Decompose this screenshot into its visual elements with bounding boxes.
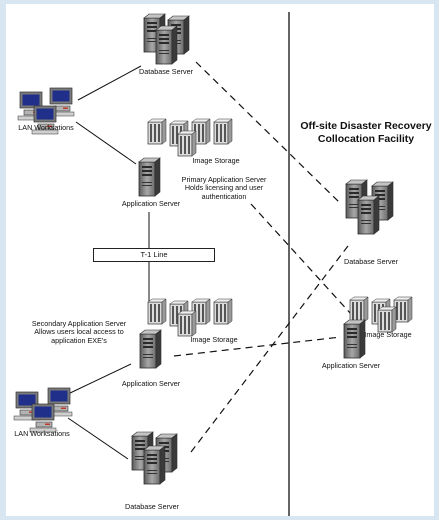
link-lan-top-to-app-top [75, 121, 137, 165]
image-storage-top-label: Image Storage [192, 156, 240, 165]
replication-db-bottom-to-offsite-db [190, 241, 352, 453]
replication-app-bottom-to-offsite-app [173, 336, 342, 357]
database-server-top-label: Database Server [139, 67, 193, 76]
lan-workstations-bottom-icon [13, 387, 73, 433]
offsite-facility-title: Off-site Disaster Recovery Collocation F… [300, 120, 432, 145]
application-server-top-label: Application Server [121, 199, 181, 208]
network-diagram: Database Server LAN Worksations Image St… [6, 4, 434, 516]
primary-app-server-note: Primary Application Server Holds licensi… [181, 175, 267, 201]
t1-line-box: T-1 Line [93, 248, 215, 262]
database-server-top-icon [143, 13, 190, 65]
image-storage-bottom-label: Image Storage [190, 335, 238, 344]
link-lan-bottom-to-db-bottom [67, 417, 129, 460]
secondary-app-server-note: Secondary Application Server Allows user… [31, 319, 127, 345]
link-lan-top-to-db-top [77, 65, 142, 101]
lan-workstations-bottom-label: LAN Worksations [14, 429, 70, 438]
application-server-bottom-label: Application Server [121, 379, 181, 388]
image-storage-offsite-label: Image Storage [364, 330, 412, 339]
replication-db-top-to-offsite-db [195, 61, 342, 205]
image-storage-top-icon [147, 118, 233, 157]
replication-app-top-to-offsite-storage [250, 203, 352, 315]
database-server-offsite-icon [345, 179, 394, 235]
link-lan-bottom-to-app-bottom [67, 363, 132, 395]
application-server-bottom-icon [139, 329, 162, 369]
diagram-graphics [13, 12, 413, 516]
lan-workstations-top-label: LAN Worksations [18, 123, 74, 132]
application-server-top-icon [138, 157, 161, 197]
database-server-bottom-label: Database Server [125, 502, 179, 511]
database-server-bottom-icon [131, 431, 178, 485]
database-server-offsite-label: Database Server [344, 257, 398, 266]
application-server-offsite-label: Application Server [321, 361, 381, 370]
